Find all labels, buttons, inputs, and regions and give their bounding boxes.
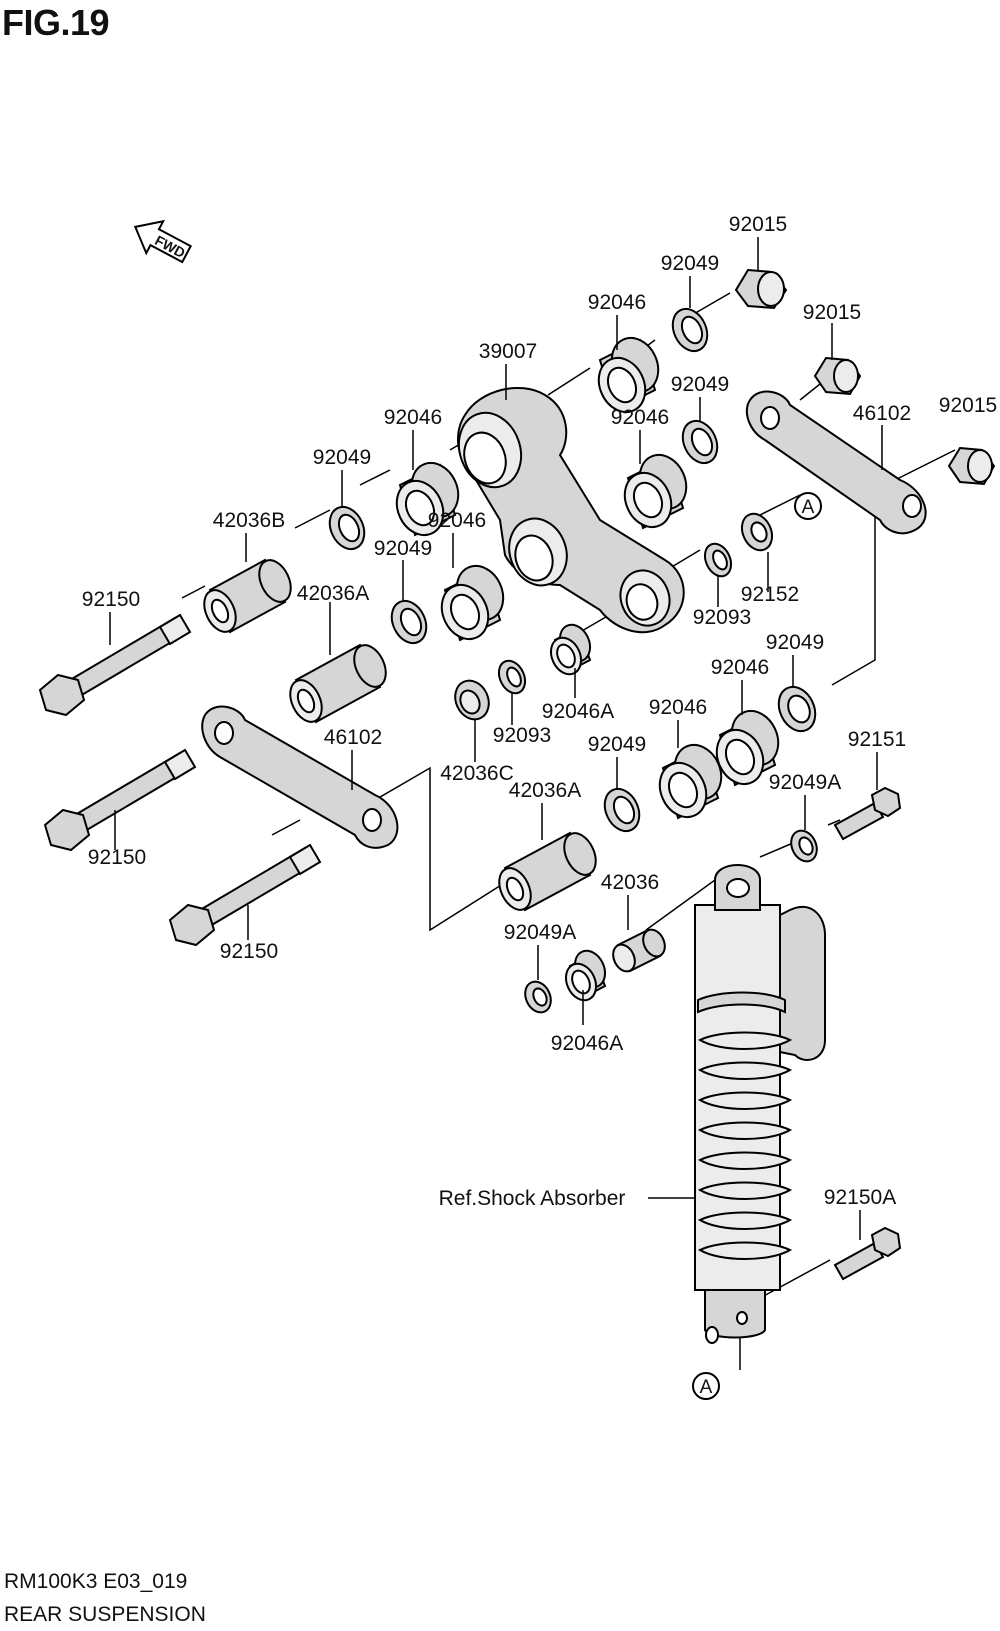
bolt-92151 bbox=[833, 786, 902, 841]
washer-92152 bbox=[740, 512, 774, 552]
callout-label: 92151 bbox=[848, 728, 906, 751]
link-plate-46102-right bbox=[745, 390, 927, 535]
callout-label: 92152 bbox=[741, 583, 799, 606]
callout-label: 92015 bbox=[803, 301, 861, 324]
callout-label: 92046 bbox=[428, 509, 486, 532]
callout-label: 42036B bbox=[213, 509, 285, 532]
callout-label: 42036A bbox=[509, 779, 581, 802]
seal-92049-top bbox=[671, 307, 709, 353]
bolt-92150a bbox=[833, 1226, 902, 1281]
link-arm-39007 bbox=[457, 386, 685, 634]
washer-92093-center bbox=[497, 659, 527, 695]
callout-label: 92015 bbox=[939, 394, 997, 417]
callout-label: 92046A bbox=[542, 700, 614, 723]
seal-92049-lower-right bbox=[777, 685, 817, 733]
callout-label: 46102 bbox=[324, 726, 382, 749]
callout-label: 92093 bbox=[693, 606, 751, 629]
bearing-92046-top bbox=[597, 336, 660, 414]
collar-42036c bbox=[454, 679, 490, 721]
callout-label: 92049 bbox=[313, 446, 371, 469]
callout-label: 92150 bbox=[220, 940, 278, 963]
seal-92049-center bbox=[390, 599, 428, 645]
callout-label: 42036 bbox=[601, 871, 659, 894]
callout-label: 92046A bbox=[551, 1032, 623, 1055]
callout-label: 92015 bbox=[729, 213, 787, 236]
callout-label: 92046 bbox=[711, 656, 769, 679]
collar-42036 bbox=[612, 928, 666, 973]
bolt-92150-middle bbox=[43, 748, 197, 852]
callout-label: 46102 bbox=[853, 402, 911, 425]
reference-marker-a-upper: A bbox=[794, 492, 822, 520]
callout-label: 92046 bbox=[611, 406, 669, 429]
seal-92049-left bbox=[328, 505, 366, 551]
bolt-92150-lower bbox=[168, 843, 322, 947]
callout-label: 92049 bbox=[661, 252, 719, 275]
bearing-92046a-lower bbox=[564, 949, 607, 1002]
svg-text:A: A bbox=[802, 497, 815, 518]
collar-42036a-lower bbox=[498, 831, 597, 912]
bolt-92150-upper bbox=[38, 613, 192, 717]
model-code: RM100K3 E03_019 bbox=[4, 1570, 188, 1593]
reference-marker-a-lower: A bbox=[692, 1372, 720, 1400]
callout-label: 92049A bbox=[769, 771, 841, 794]
fwd-arrow-icon: FWD bbox=[133, 219, 193, 264]
seal-92049a-lower bbox=[524, 980, 552, 1014]
callout-label: 92150 bbox=[88, 846, 146, 869]
callout-label: 92049 bbox=[766, 631, 824, 654]
callout-label: 92093 bbox=[493, 724, 551, 747]
seal-92049-upper-right bbox=[681, 419, 719, 465]
bearing-92046-center-left bbox=[440, 564, 505, 642]
callout-label: Ref.Shock Absorber bbox=[439, 1187, 626, 1210]
callout-leaders bbox=[109, 237, 883, 1240]
callout-label: 92049 bbox=[374, 537, 432, 560]
section-name: REAR SUSPENSION bbox=[4, 1603, 206, 1626]
nut-92015-middle bbox=[813, 356, 862, 396]
callout-label: 92049 bbox=[588, 733, 646, 756]
svg-text:A: A bbox=[700, 1377, 713, 1398]
callout-label: 92049 bbox=[671, 373, 729, 396]
washer-92093-right bbox=[703, 542, 733, 578]
callout-label: 92046 bbox=[384, 406, 442, 429]
nut-92015-top bbox=[734, 268, 788, 310]
callout-label: 92150 bbox=[82, 588, 140, 611]
shock-absorber bbox=[694, 864, 826, 1344]
collar-42036a-upper bbox=[289, 643, 387, 724]
callout-label: 42036C bbox=[440, 762, 514, 785]
callout-label: 92046 bbox=[649, 696, 707, 719]
callout-label: 92046 bbox=[588, 291, 646, 314]
callout-label: 92150A bbox=[824, 1186, 896, 1209]
callout-label: 39007 bbox=[479, 340, 537, 363]
bearing-92046-lower-right bbox=[715, 709, 780, 787]
link-plate-46102-left bbox=[201, 705, 399, 849]
bearing-92046-upper-left bbox=[395, 461, 460, 537]
callout-label: 42036A bbox=[297, 582, 369, 605]
seal-92049-lower-center bbox=[603, 787, 641, 833]
callout-labels: 92015 92049 92046 92015 39007 92049 9201… bbox=[82, 213, 997, 1210]
bearing-92046-upper-right bbox=[623, 453, 688, 530]
collar-42036b bbox=[203, 558, 292, 634]
seal-92049a-upper bbox=[790, 829, 818, 863]
bearing-92046-lower-center bbox=[658, 743, 723, 820]
nut-92015-right bbox=[947, 446, 996, 486]
figure-title: FIG.19 bbox=[2, 2, 110, 43]
callout-label: 92049A bbox=[504, 921, 576, 944]
bearing-92046a-upper bbox=[549, 623, 592, 676]
